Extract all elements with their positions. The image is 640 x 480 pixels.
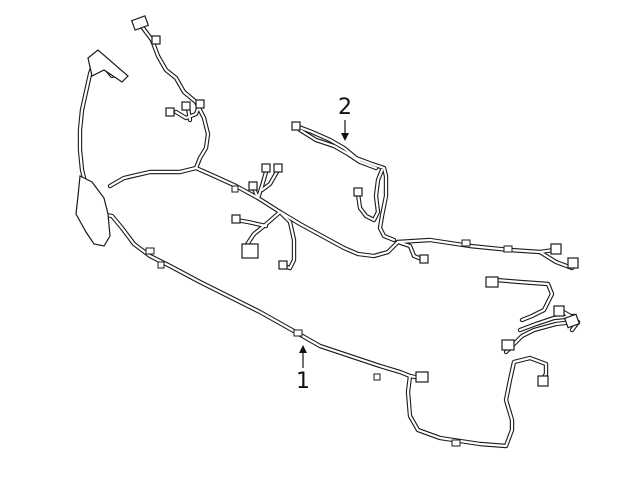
wire-segment-inner [294, 124, 396, 242]
wire-segment-inner [396, 240, 426, 262]
connector [273, 163, 283, 173]
wire-segment [487, 277, 555, 323]
callout-2: 2 [338, 95, 352, 141]
mounting-bracket [87, 49, 129, 83]
connector [261, 163, 271, 173]
wire-segment-inner [406, 356, 548, 448]
connector [241, 243, 259, 259]
wire-segment-inner [488, 278, 554, 322]
clip [503, 245, 513, 253]
harness-1 [77, 21, 581, 449]
callout-2-arrowhead [341, 133, 349, 141]
connector [563, 313, 581, 329]
wire-segment-inner [260, 168, 280, 192]
connector [419, 254, 429, 264]
wire-segment-inner [356, 168, 384, 222]
clip [157, 261, 165, 269]
connector [415, 371, 429, 383]
connector [485, 276, 499, 288]
connector [537, 375, 549, 387]
clip [461, 239, 471, 247]
clip [293, 329, 303, 337]
connector [195, 99, 205, 109]
callout-2-label: 2 [338, 95, 352, 120]
connector [231, 214, 241, 224]
callout-1-arrowhead [299, 345, 307, 353]
connector [130, 15, 150, 31]
clip [145, 247, 155, 255]
callout-1-label: 1 [296, 369, 310, 394]
clip [373, 373, 381, 381]
wire-segment-inner [174, 102, 202, 120]
wire-segment [503, 319, 577, 355]
wire-segment [137, 21, 211, 171]
mounting-bracket [75, 175, 111, 247]
connector [567, 257, 579, 269]
harness-2 [293, 123, 397, 243]
clip [231, 185, 239, 193]
connector [165, 107, 175, 117]
wire-segment-inner [244, 210, 282, 248]
callout-1: 1 [296, 345, 310, 394]
wire-segment-inner [138, 22, 210, 170]
connector [553, 305, 565, 317]
wire-segment-inner [256, 170, 268, 200]
connector [181, 101, 191, 111]
connector [278, 260, 288, 270]
connector [151, 35, 161, 45]
clips [145, 185, 513, 447]
wire-segment-inner [98, 212, 412, 378]
wire-segment-inner [298, 128, 378, 170]
connectors [75, 15, 581, 387]
connector [550, 243, 562, 255]
wire-segment [97, 211, 413, 379]
wire-segment-inner [278, 210, 296, 270]
connector [353, 187, 363, 197]
connector [248, 181, 258, 191]
connector [291, 121, 301, 131]
connector [501, 339, 515, 351]
wire-segment-inner [108, 166, 198, 188]
wire-segment-inner [194, 166, 574, 270]
wire-segment-inner [518, 314, 576, 332]
clip [451, 439, 461, 447]
